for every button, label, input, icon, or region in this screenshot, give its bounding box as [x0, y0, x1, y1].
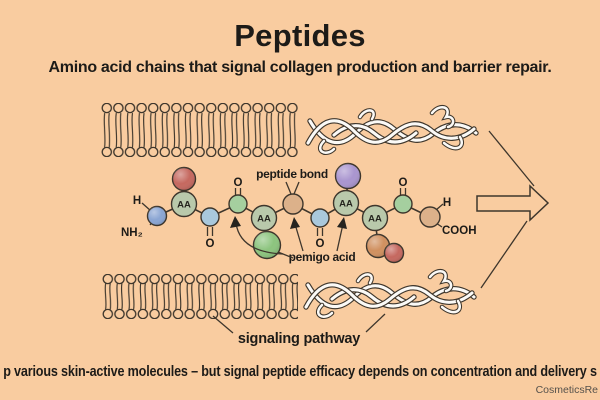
o-label: O — [316, 238, 325, 250]
aa-node-2 — [250, 204, 278, 232]
o-label: O — [234, 177, 243, 189]
shine — [384, 243, 404, 263]
o-label: O — [206, 238, 215, 250]
amino-acid-pointer-line — [277, 251, 294, 259]
arrowhead — [230, 216, 241, 228]
signaling-pointer-left — [212, 315, 234, 334]
signaling-pointer-right — [365, 313, 386, 333]
signaling-pathway-label: signaling pathway — [238, 331, 360, 347]
shine — [172, 167, 196, 191]
shine — [147, 206, 167, 226]
collagen-fiber-top — [308, 107, 476, 152]
carbonyl-node-4 — [393, 194, 413, 214]
carbonyl-node-2 — [228, 194, 248, 214]
shine — [366, 234, 390, 258]
chevron-line-bottom — [480, 220, 528, 289]
aa-label: AA — [177, 200, 191, 211]
collagen-fiber-bottom — [306, 271, 474, 316]
aa-node-4 — [361, 204, 389, 232]
o-label: O — [399, 177, 408, 189]
lipid-bilayer-bottom — [102, 274, 298, 319]
result-arrow — [476, 184, 550, 222]
peptide-bond-node-1 — [282, 193, 304, 215]
shine — [335, 163, 361, 189]
amino-acid-label: pemigo acid — [289, 250, 356, 264]
h-bond-line — [435, 203, 444, 211]
amino-acid-arrow-3 — [336, 223, 344, 252]
aa-label: AA — [339, 199, 353, 210]
peptide-bond-pointer — [293, 181, 300, 195]
amino-acid-arrow-2 — [294, 223, 304, 252]
carbonyl-node-3 — [310, 208, 330, 228]
h-label-right: H — [443, 197, 451, 209]
h-label-left: H — [133, 195, 141, 207]
arrowhead — [290, 217, 300, 229]
aa-label: AA — [368, 214, 382, 225]
peptide-bond-label: peptide bond — [256, 167, 328, 181]
footer-caption: p various skin-active molecules – but si… — [3, 363, 597, 380]
aa-node-1 — [170, 190, 198, 218]
page-title: Peptides — [234, 18, 366, 53]
peptide-bond-pointer — [285, 181, 292, 195]
cooh-label: COOH — [442, 225, 477, 237]
amino-acid-arrow-1 — [235, 222, 284, 255]
nh2-label: NH₂ — [121, 227, 143, 239]
peptide-chain: AA AA AA AA H NH₂ O O O O H COOH — [121, 162, 477, 264]
shine — [253, 231, 281, 259]
peptide-bond-node-2 — [419, 206, 441, 228]
aa-label: AA — [257, 214, 271, 225]
chevron-line-top — [488, 130, 535, 187]
watermark: CosmeticsRe — [535, 384, 598, 396]
carbonyl-node-1 — [200, 207, 220, 227]
subtitle: Amino acid chains that signal collagen p… — [48, 59, 552, 76]
lipid-bilayer-top — [101, 103, 298, 157]
aa-node-3 — [332, 189, 360, 217]
arrowhead — [337, 217, 347, 229]
